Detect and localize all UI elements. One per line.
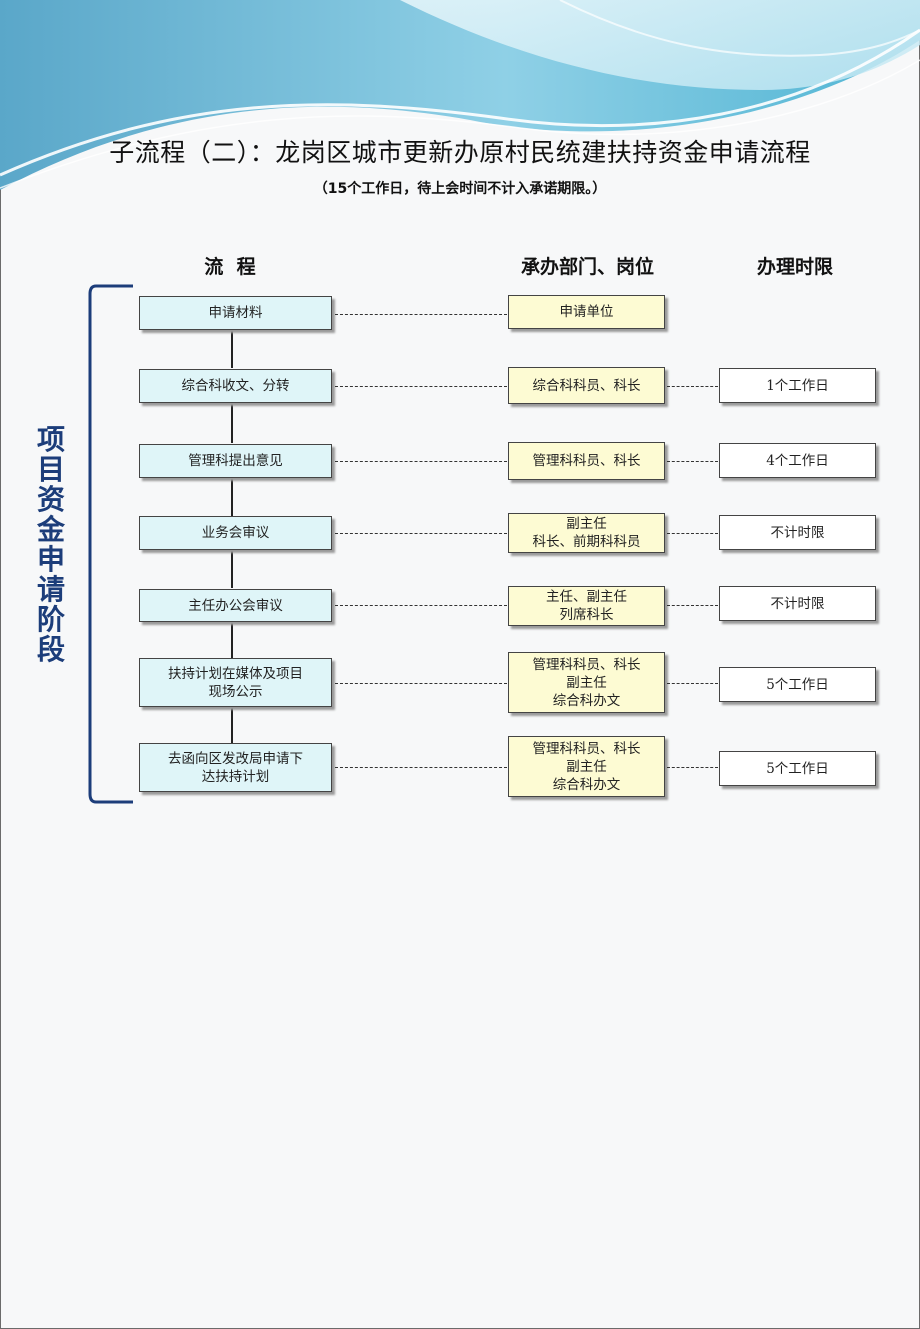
- step-box: 主任办公会审议: [139, 589, 332, 622]
- dash-link: [667, 461, 718, 462]
- time-box: 1个工作日: [719, 368, 876, 403]
- dash-link: [667, 767, 718, 768]
- step-box: 管理科提出意见: [139, 444, 332, 478]
- time-box: 4个工作日: [719, 443, 876, 478]
- dash-link: [335, 683, 507, 684]
- flow-connector: [231, 330, 233, 368]
- time-box: 不计时限: [719, 515, 876, 550]
- time-box: 5个工作日: [719, 751, 876, 786]
- header-dept: 承办部门、岗位: [520, 256, 654, 278]
- dept-box: 管理科科员、科长 副主任 综合科办文: [508, 736, 665, 797]
- step-box: 扶持计划在媒体及项目 现场公示: [139, 658, 332, 707]
- dash-link: [667, 605, 718, 606]
- flow-connector: [231, 707, 233, 743]
- dash-link: [335, 533, 507, 534]
- stage-label: 项目资金申请阶段: [36, 423, 65, 666]
- dash-link: [667, 533, 718, 534]
- flow-connector: [231, 622, 233, 658]
- header-wave-decoration: [0, 0, 920, 190]
- stage-bracket: [88, 284, 133, 804]
- page-title: 子流程（二）：龙岗区城市更新办原村民统建扶持资金申请流程: [109, 138, 811, 167]
- dept-box: 副主任 科长、前期科科员: [508, 513, 665, 553]
- page-subtitle: （15个工作日，待上会时间不计入承诺期限。）: [313, 181, 607, 197]
- dept-box: 综合科科员、科长: [508, 367, 665, 404]
- flow-connector: [231, 550, 233, 588]
- flow-connector: [231, 478, 233, 516]
- dash-link: [335, 605, 507, 606]
- dash-link: [335, 386, 507, 387]
- step-box: 申请材料: [139, 296, 332, 330]
- dept-box: 管理科科员、科长: [508, 442, 665, 480]
- flow-connector: [231, 403, 233, 443]
- header-process: 流 程: [204, 256, 256, 278]
- dept-box: 管理科科员、科长 副主任 综合科办文: [508, 652, 665, 713]
- dept-box: 主任、副主任 列席科长: [508, 586, 665, 626]
- dash-link: [667, 386, 718, 387]
- step-box: 业务会审议: [139, 516, 332, 550]
- time-box: 5个工作日: [719, 667, 876, 702]
- step-box: 去函向区发改局申请下 达扶持计划: [139, 743, 332, 792]
- dash-link: [335, 461, 507, 462]
- dash-link: [667, 683, 718, 684]
- header-time: 办理时限: [756, 256, 833, 278]
- step-box: 综合科收文、分转: [139, 369, 332, 403]
- dash-link: [335, 767, 507, 768]
- dept-box: 申请单位: [508, 295, 665, 329]
- time-box: 不计时限: [719, 586, 876, 621]
- dash-link: [335, 314, 507, 315]
